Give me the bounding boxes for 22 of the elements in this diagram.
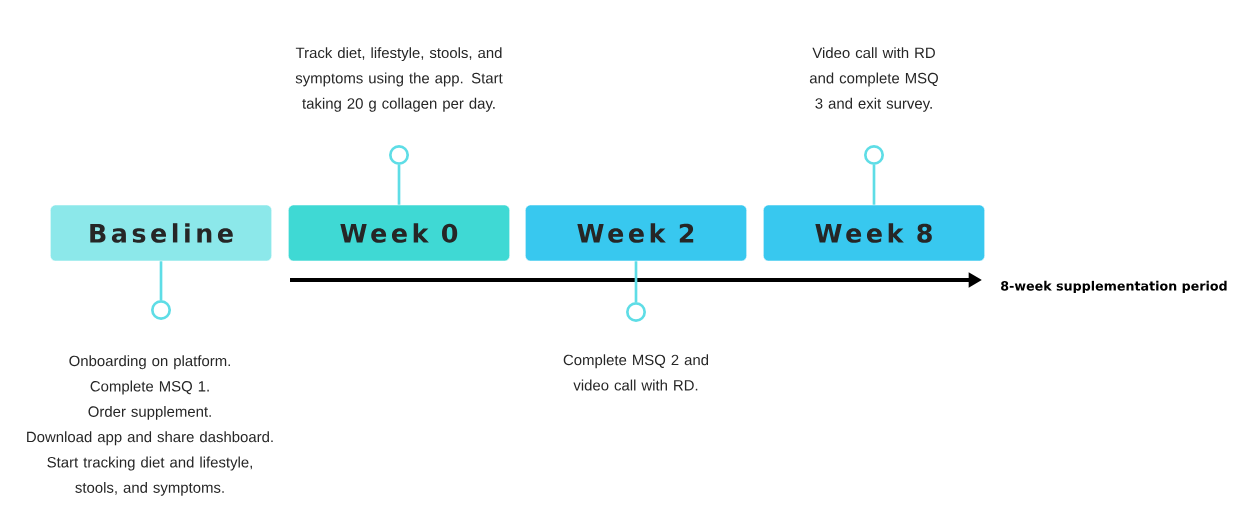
connector-stem — [159, 261, 163, 300]
milestone-circle — [864, 145, 884, 165]
node-label: Start tracking diet and lifestyle, stools, and symptoms. — [47, 456, 252, 496]
milestone-circle — [626, 302, 646, 322]
milestone-circle — [389, 145, 409, 165]
milestone-circle — [151, 300, 171, 320]
period-label: 8-week supplementation period — [1001, 280, 1227, 294]
node-label: Order supplement. — [88, 405, 211, 420]
milestone-note: Onboarding on platform. Complete MSQ 1. Order supplement. Download app and share dashboard. Start tracking diet and lifestyle, stools, and symptoms. — [27, 355, 273, 496]
node-label: Complete MSQ 1. — [90, 380, 209, 395]
node-label: Download app and share dashboard. — [27, 431, 273, 446]
timeline-box: Week 0 — [288, 204, 510, 262]
milestone-note: Video call with RD and complete MSQ 3 and exit survey. — [809, 47, 938, 112]
timeline-box: Baseline — [50, 204, 272, 262]
connector-stem — [397, 165, 401, 205]
timeline-box: Week 2 — [525, 204, 747, 262]
timeline-box: Week 8 — [763, 204, 985, 262]
milestone-note: Track diet, lifestyle, stools, and symptoms using the app. Start taking 20 g collagen per day. — [295, 47, 503, 112]
connector-stem — [872, 165, 876, 205]
connector-stem — [634, 261, 638, 302]
node-label: Onboarding on platform. — [69, 355, 230, 370]
milestone-note: Complete MSQ 2 and video call with RD. — [563, 354, 709, 391]
